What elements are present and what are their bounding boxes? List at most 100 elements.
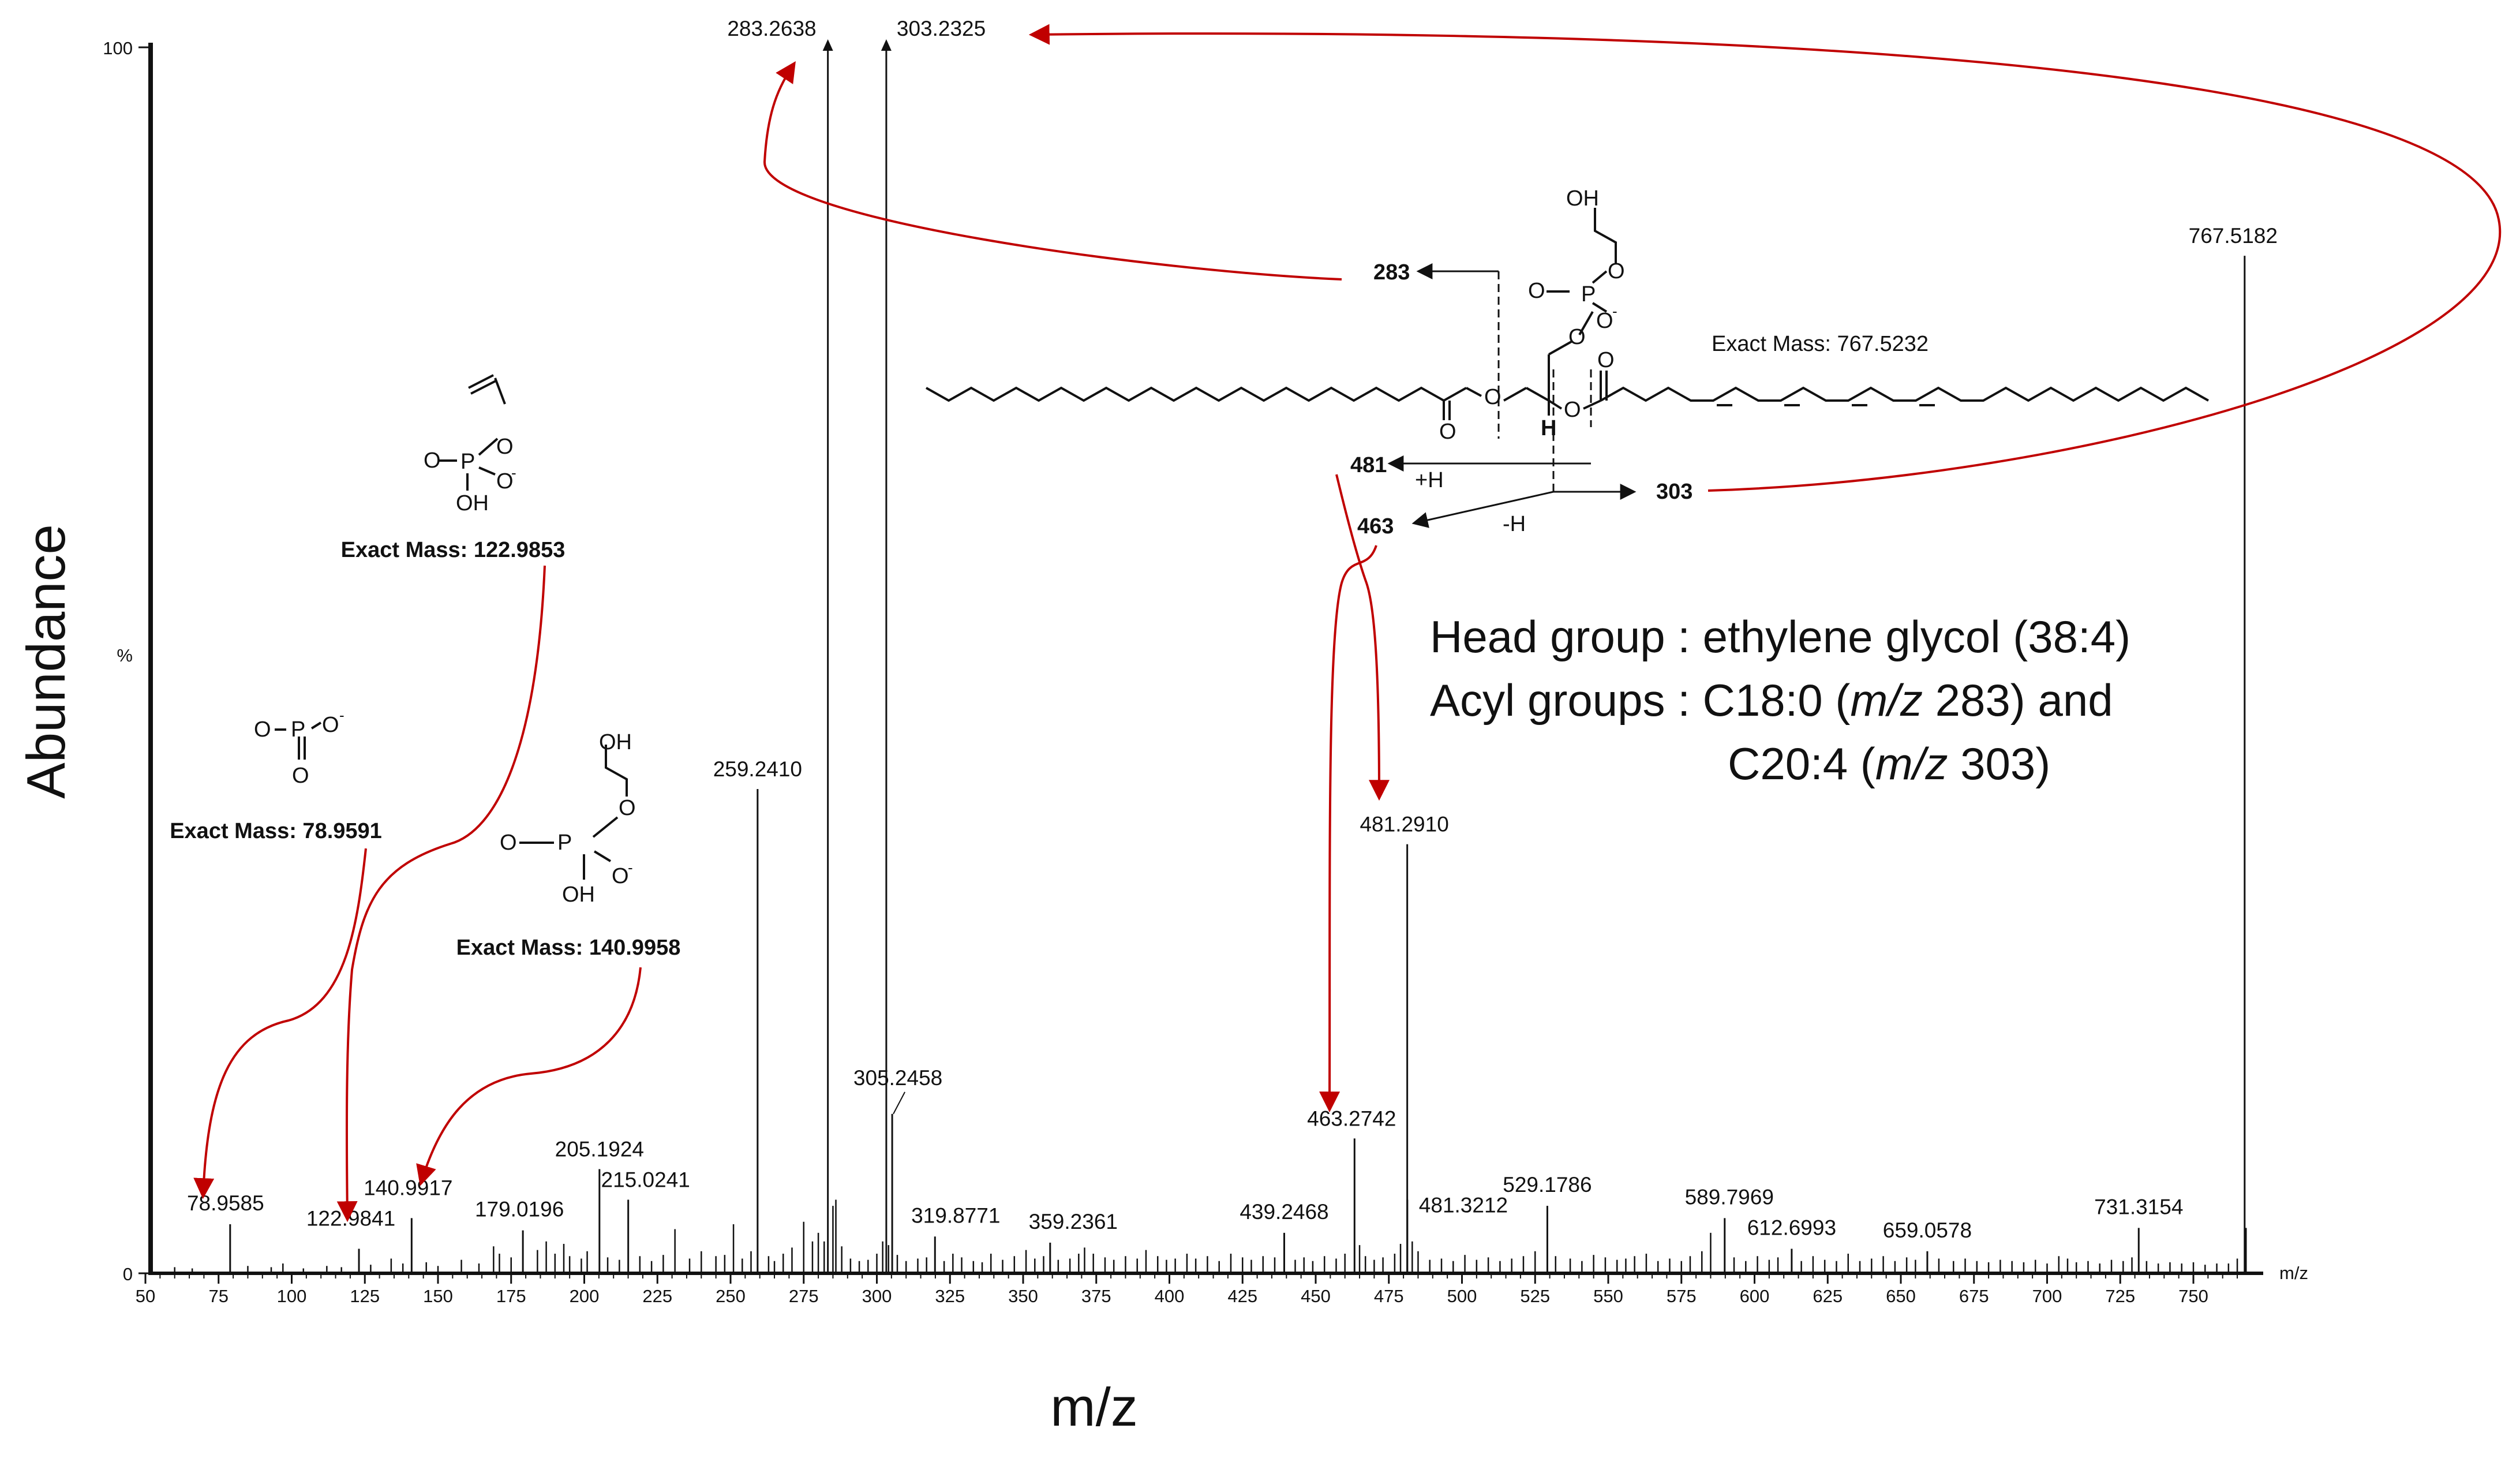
ester-1 [1466, 387, 1482, 397]
vinyl-double-2 [470, 380, 496, 395]
peak-label-140.9917: 140.9917 [364, 1176, 452, 1199]
peak-label-283.2638: 283.2638 [727, 17, 816, 40]
atom-o-carbonyl2: O [1597, 348, 1615, 372]
x-tick-label: 650 [1886, 1286, 1916, 1306]
vinyl-minus: - [511, 464, 516, 481]
peak-label-215.0241: 215.0241 [601, 1168, 690, 1192]
x-tick-label: 350 [1008, 1286, 1038, 1306]
y-unit-percent: % [117, 645, 133, 666]
glycol-chain [605, 745, 628, 797]
x-tick-label: 75 [209, 1286, 229, 1306]
x-tick-label: 50 [136, 1286, 155, 1306]
vinyl-double-1 [468, 374, 494, 389]
x-tick-label: 525 [1520, 1286, 1550, 1306]
vinyl-exact-mass: Exact Mass: 122.9853 [341, 538, 566, 562]
fragment-labels: 283 481 463 303 +H -H Exact Mass: 767.52… [1350, 260, 1929, 539]
vinyl-p-o-minus [478, 466, 496, 476]
x-tick-label: 700 [2032, 1286, 2062, 1306]
stearoyl-chain [926, 386, 1467, 402]
glycol-exact-mass: Exact Mass: 140.9958 [456, 936, 681, 960]
glycol-phosphate-structure: OH O O P O - OH Exact Mass: 140.9958 [456, 730, 681, 960]
arrow-122 [336, 565, 546, 1223]
arrow-from-303 [1028, 24, 2502, 492]
peak-label-259.2410: 259.2410 [713, 757, 802, 781]
po3-atom-o-minus: O [322, 713, 339, 737]
peak-label-481.3212: 481.3212 [1419, 1194, 1508, 1217]
metaphosphate-structure: O P O - O Exact Mass: 78.9591 [170, 706, 382, 843]
minor-peaks [174, 1199, 2247, 1273]
atom-p: P [1581, 282, 1596, 306]
x-tick-label: 475 [1374, 1286, 1404, 1306]
annotation-line-2-mz: m/z [1850, 675, 1923, 726]
frag-label-283: 283 [1373, 260, 1410, 285]
x-tick-label: 600 [1740, 1286, 1770, 1306]
glycol-atom-o-minus: O [612, 864, 629, 888]
frag-label-481: 481 [1350, 453, 1387, 477]
peak-label-439.2468: 439.2468 [1240, 1200, 1328, 1224]
po3-minus: - [339, 706, 345, 724]
x-axis-title: m/z [1050, 1377, 1137, 1437]
y-tick-label-100: 100 [103, 38, 133, 58]
x-tick-label: 725 [2105, 1286, 2135, 1306]
annotation-line-3: C20:4 (m/z 303) [1728, 738, 2050, 789]
po3-atom-p: P [291, 717, 305, 742]
red-arrows [193, 24, 2502, 1223]
x-tick-label: 175 [496, 1286, 526, 1306]
x-tick-label: 375 [1081, 1286, 1111, 1306]
glycol-atom-oh: OH [599, 730, 632, 754]
x-tick-label: 225 [642, 1286, 672, 1306]
x-tick-label: 750 [2178, 1286, 2208, 1306]
arachidonoyl-chain [1600, 386, 2209, 402]
head-p-o-up [1592, 270, 1608, 284]
x-tick-label: 125 [350, 1286, 380, 1306]
peak-label-529.1786: 529.1786 [1503, 1173, 1592, 1197]
x-tick-label: 450 [1301, 1286, 1331, 1306]
peak-label-589.7969: 589.7969 [1685, 1185, 1774, 1209]
atom-h: H [1541, 416, 1556, 440]
annotation-line-2: Acyl groups : C18:0 (m/z 283) and [1430, 675, 2113, 726]
vinyl-c-o [494, 377, 506, 405]
peak-labels: 78.9585122.9841140.9917179.0196205.19242… [187, 17, 2278, 1242]
annotation-line-2-prefix: Acyl groups : C18:0 ( [1430, 675, 1850, 726]
atom-o-minus: O [1596, 309, 1613, 333]
x-tick-label: 300 [862, 1286, 892, 1306]
annotation-line-3-prefix: C20:4 ( [1728, 738, 1875, 789]
peak-label-731.3154: 731.3154 [2094, 1195, 2183, 1218]
peak-label-359.2361: 359.2361 [1029, 1210, 1118, 1233]
vinyl-atom-o: O [496, 435, 514, 459]
peak-label-612.6993: 612.6993 [1747, 1216, 1836, 1240]
frag-label-303: 303 [1656, 480, 1693, 504]
peak-label-122.9841: 122.9841 [306, 1207, 395, 1231]
peak-label-319.8771: 319.8771 [911, 1203, 1000, 1227]
annotation-line-1: Head group : ethylene glycol (38:4) [1430, 611, 2130, 662]
peak-label-179.0196: 179.0196 [475, 1198, 564, 1221]
glycol-atom-oh2: OH [562, 883, 595, 907]
peak-label-205.1924: 205.1924 [555, 1137, 644, 1161]
annotation-block: Head group : ethylene glycol (38:4) Acyl… [1430, 611, 2130, 789]
x-tick-label: 100 [277, 1286, 307, 1306]
glycol-p-o-minus [593, 850, 612, 862]
x-tick-label: 625 [1813, 1286, 1843, 1306]
vinyl-o-p [478, 438, 499, 456]
x-tick-label: 275 [789, 1286, 819, 1306]
atom-o-ester2: O [1564, 398, 1581, 422]
atom-o-glycerol: O [1568, 325, 1586, 349]
x-tick-label: 575 [1667, 1286, 1697, 1306]
vinyl-phosphate-structure: O O P O - OH Exact Mass: 122.9853 [341, 374, 566, 562]
x-tick-label: 400 [1155, 1286, 1185, 1306]
x-tick-label: 425 [1227, 1286, 1257, 1306]
glycol-o-p [592, 816, 619, 838]
glycerol-up-2 [1548, 341, 1572, 356]
peak-label-303.2325: 303.2325 [897, 17, 986, 40]
peak-label-481.2910: 481.2910 [1360, 813, 1448, 836]
x-tick-label: 500 [1447, 1286, 1477, 1306]
po3-exact-mass: Exact Mass: 78.9591 [170, 819, 382, 843]
annotation-line-3-suffix: 303) [1948, 738, 2050, 789]
label-leader [893, 1091, 905, 1115]
x-tick-label: 200 [570, 1286, 600, 1306]
atom-o-carbonyl1: O [1439, 420, 1456, 444]
head-o-p [1578, 311, 1594, 335]
vinyl-atom-p: P [460, 450, 475, 474]
parent-structure [926, 208, 2209, 528]
